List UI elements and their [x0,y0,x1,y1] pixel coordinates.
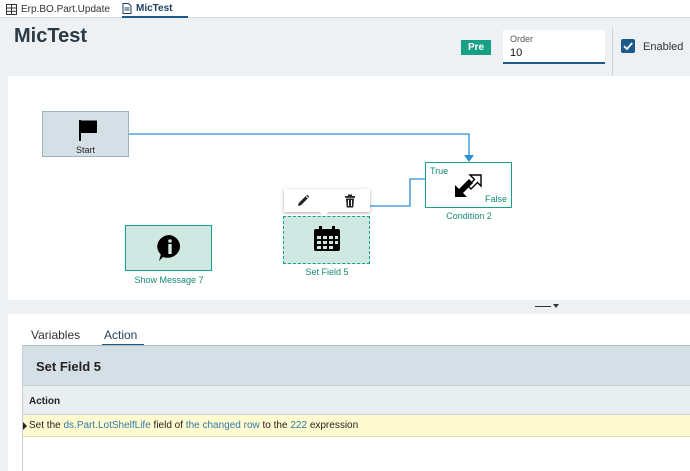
directive-header: MicTest Pre Order 10 Enabled [0,18,690,77]
checkmark-icon [623,42,633,51]
info-bubble-icon [157,234,180,261]
condition-node-label: Condition 2 [446,211,492,221]
delete-node-button[interactable] [342,193,358,209]
action-text: expression [309,420,359,431]
tab-label: Erp.BO.Part.Update [21,3,110,15]
header-divider [612,27,613,77]
row-link[interactable]: the changed row [185,420,260,431]
pre-badge: Pre [461,40,491,55]
action-text: to the [262,420,288,431]
field-link[interactable]: ds.Part.LotShelfLife [63,420,151,431]
node-toolbar [284,189,370,212]
action-text: Set the [29,420,61,431]
connector-start-to-condition [129,133,470,156]
edit-node-button[interactable] [295,193,311,209]
set-field-node[interactable] [283,216,370,264]
pencil-icon [298,194,310,206]
split-arrows-icon [455,174,482,197]
page-title: MicTest [14,25,87,47]
condition-node[interactable]: True False [425,162,512,208]
condition-false-label: False [484,194,507,204]
action-text: field of [153,420,184,431]
document-icon [122,2,132,14]
toolbar-pointer [320,212,328,216]
chevron-down-icon[interactable] [553,304,559,308]
condition-true-label: True [430,166,449,176]
start-node-label: Start [75,145,95,155]
row-indicator-icon [23,422,27,430]
order-field[interactable]: Order 10 [503,30,605,64]
panel-header: Set Field 5 [23,345,690,385]
tab-mictest[interactable]: MicTest [122,0,188,18]
panel-title: Set Field 5 [36,359,102,374]
connector-arrowhead [464,155,474,162]
calendar-icon [314,226,340,251]
set-field-node-label: Set Field 5 [305,267,349,277]
document-tab-bar: Erp.BO.Part.Update MicTest [0,0,690,18]
workflow-canvas[interactable]: Start True False Condition 2 [8,76,690,300]
trash-icon [345,194,355,208]
splitter-grip[interactable] [535,306,551,307]
properties-area: Variables Action Set Field 5 Action Set … [8,314,690,471]
expression-link[interactable]: 222 [290,420,308,431]
enabled-checkbox[interactable] [621,39,635,53]
column-header-action: Action [29,396,61,407]
order-label: Order [510,34,534,44]
tab-label: MicTest [136,2,173,14]
start-node[interactable]: Start [42,111,129,157]
tab-erp-bo-part-update[interactable]: Erp.BO.Part.Update [6,0,110,18]
tab-action[interactable]: Action [101,328,145,346]
table-icon [6,3,17,15]
panel-splitter[interactable] [0,300,690,314]
property-tabs: Variables Action [22,314,690,346]
show-message-node-label: Show Message 7 [134,275,204,285]
show-message-node[interactable] [125,225,212,271]
order-input[interactable]: 10 [510,47,523,59]
enabled-label: Enabled [643,41,684,53]
action-panel: Set Field 5 Action Set the ds.Part.LotSh… [22,345,690,471]
flag-icon [79,120,97,141]
action-row[interactable]: Set the ds.Part.LotShelfLife field of th… [23,415,690,437]
tab-variables[interactable]: Variables [31,328,81,342]
column-header: Action [23,385,690,415]
